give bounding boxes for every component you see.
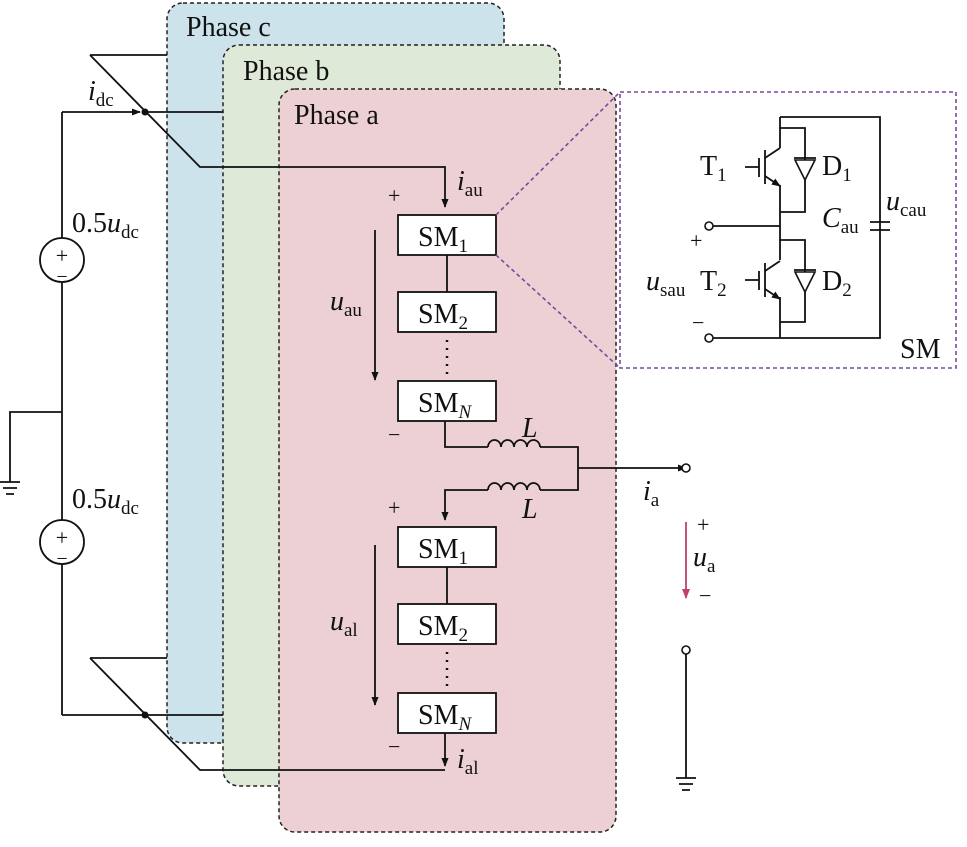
svg-text:+: +	[56, 243, 68, 268]
sm-title: SM	[900, 334, 941, 365]
phase-c-label: Phase c	[186, 12, 271, 43]
upper-arm-plus: +	[388, 183, 400, 208]
sm-d1-label: D1	[822, 151, 852, 186]
sm-d2-label: D2	[822, 266, 852, 301]
upper-arm-minus: −	[388, 422, 400, 447]
zoom-lines	[495, 91, 621, 369]
ground-terminal	[681, 645, 691, 655]
upper-sm2-label: SM2	[418, 299, 468, 334]
iau-label: iau	[457, 166, 483, 201]
dc-bus	[0, 54, 449, 771]
dc-source-lower: + −	[39, 519, 85, 570]
sm-detail-box	[619, 91, 957, 369]
upper-smn-box	[397, 380, 497, 422]
lower-source-label: 0.5udc	[72, 484, 139, 519]
sm-ucau-label: ucau	[886, 186, 927, 221]
phase-a-label: Phase a	[294, 100, 379, 131]
sm-minus: −	[692, 310, 704, 335]
dc-source-upper: + −	[39, 237, 85, 288]
ua-label: ua	[693, 542, 716, 577]
sm-t2-label: T2	[700, 266, 727, 301]
phase-b-label: Phase b	[243, 56, 329, 87]
upper-sm1-box	[397, 214, 497, 256]
lower-arm-plus: +	[388, 495, 400, 520]
lower-inductor	[441, 482, 541, 521]
ual-label: ual	[330, 606, 358, 641]
lower-sm1-label: SM1	[418, 534, 468, 569]
ia-label: ia	[643, 476, 660, 511]
upper-smn-label: SMN	[418, 388, 472, 423]
sm-plus: +	[690, 228, 702, 253]
sm-cap-label: Cau	[822, 203, 859, 238]
ua-minus: −	[699, 583, 711, 608]
output-terminal	[681, 463, 691, 473]
upper-sm1-label: SM1	[418, 222, 468, 257]
lower-arm-minus: −	[388, 734, 400, 759]
ua-plus: +	[697, 512, 709, 537]
idc-label: idc	[88, 76, 114, 111]
sm-t1-label: T1	[700, 151, 727, 186]
sm-circuit	[704, 116, 890, 343]
svg-text:−: −	[56, 548, 67, 570]
svg-text:−: −	[56, 266, 67, 288]
upper-source-label: 0.5udc	[72, 208, 139, 243]
lower-sm2-box	[397, 603, 497, 645]
upper-inductor-label: L	[521, 413, 538, 444]
lower-inductor-label: L	[521, 494, 538, 525]
lower-smn-box	[397, 692, 497, 734]
ground-symbol	[676, 777, 696, 791]
ial-label: ial	[457, 744, 479, 779]
svg-text:+: +	[56, 525, 68, 550]
lower-sm2-label: SM2	[418, 611, 468, 646]
lower-smn-label: SMN	[418, 700, 472, 735]
sm-usau-label: usau	[646, 266, 686, 301]
phase-a-panel	[278, 88, 617, 833]
upper-sm2-box	[397, 291, 497, 333]
uau-label: uau	[330, 286, 362, 321]
